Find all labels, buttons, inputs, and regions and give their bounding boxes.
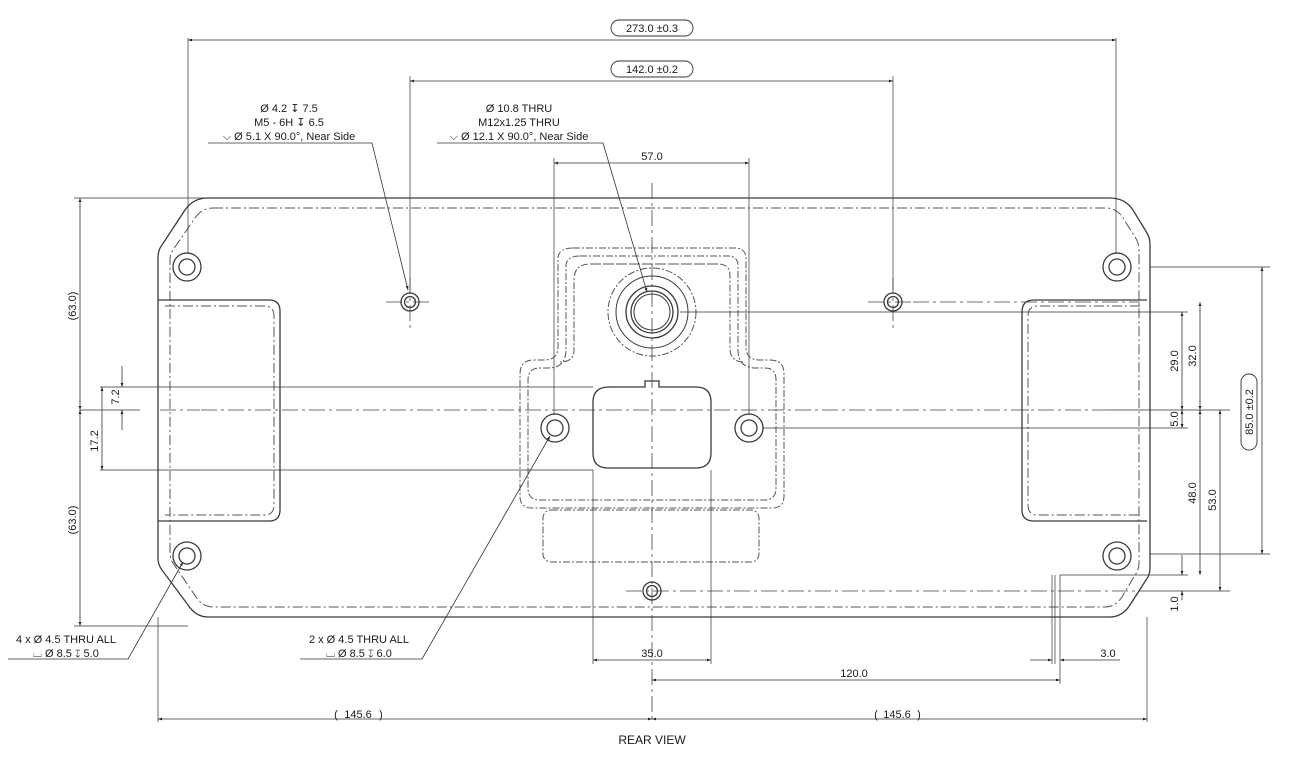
svg-text:Ø 4.2 ↧ 7.5: Ø 4.2 ↧ 7.5 (260, 103, 318, 115)
center-port-outline (519, 247, 785, 563)
svg-text:Ø 10.8 THRU: Ø 10.8 THRU (486, 103, 552, 115)
corner-hole-top-left (172, 252, 202, 282)
connector-cutout (592, 380, 712, 469)
dim-label-overall-width: 273.0 ±0.3 (610, 19, 694, 37)
svg-text:(: ( (334, 709, 338, 721)
dimension-lines (78, 38, 1264, 721)
dim-label-right-32: 32.0 (1187, 345, 1199, 366)
dim-label-right-53: 53.0 (1207, 489, 1219, 510)
mount-hole-left (540, 413, 570, 443)
plate-outline (157, 197, 1151, 618)
bottom-hole (642, 581, 662, 601)
threaded-hole-left (400, 292, 420, 312)
dim-label-half-right: 145.6 ( ) (874, 709, 921, 721)
left-pocket (158, 299, 281, 522)
dim-label-bottom-120: 120.0 (840, 668, 868, 680)
leader-lines (8, 142, 648, 660)
center-port-hole (607, 267, 697, 357)
dim-label-overall-height: 85.0 ±0.2 (1240, 373, 1258, 451)
svg-text:2 x Ø 4.5 THRU ALL: 2 x Ø 4.5 THRU ALL (309, 634, 409, 646)
svg-text:85.0 ±0.2: 85.0 ±0.2 (1244, 389, 1256, 435)
svg-text:⌴ Ø 8.5 ↧ 5.0: ⌴ Ø 8.5 ↧ 5.0 (33, 648, 99, 660)
dim-label-offset-small: 7.2 (110, 389, 122, 404)
svg-text:273.0 ±0.3: 273.0 ±0.3 (626, 23, 678, 35)
callout-corner-holes: 4 x Ø 4.5 THRU ALL ⌴ Ø 8.5 ↧ 5.0 (16, 634, 116, 660)
corner-hole-bottom-right (1102, 541, 1132, 571)
corner-hole-top-right (1102, 252, 1132, 282)
svg-text:145.6: 145.6 (344, 709, 372, 721)
view-title: REAR VIEW (618, 733, 686, 747)
svg-text:142.0 ±0.2: 142.0 ±0.2 (626, 64, 678, 76)
dim-label-hole-spacing: 142.0 ±0.2 (610, 60, 694, 78)
dim-label-left-lower-ref: (63.0) (67, 506, 79, 535)
svg-text:M5 - 6H ↧ 6.5: M5 - 6H ↧ 6.5 (254, 117, 324, 129)
svg-text:): ) (379, 709, 383, 721)
svg-text:4 x Ø 4.5 THRU ALL: 4 x Ø 4.5 THRU ALL (16, 634, 116, 646)
corner-hole-bottom-left (172, 541, 202, 571)
dim-label-right-1: 1.0 (1169, 596, 1181, 611)
svg-text:): ) (917, 709, 921, 721)
dim-label-right-29: 29.0 (1169, 350, 1181, 371)
dim-label-center-port-width: 57.0 (641, 151, 662, 163)
dim-label-slot-width: 35.0 (641, 648, 662, 660)
extension-lines (74, 38, 1270, 722)
dim-label-right-48: 48.0 (1187, 482, 1199, 503)
svg-text:⌵ Ø 12.1 X 90.0°, Near Side: ⌵ Ø 12.1 X 90.0°, Near Side (450, 131, 589, 143)
callout-center-mount-holes: 2 x Ø 4.5 THRU ALL ⌴ Ø 8.5 ↧ 6.0 (309, 634, 409, 660)
dim-label-half-left: 145.6 ( ) (334, 709, 383, 721)
right-pocket (1021, 299, 1147, 522)
svg-text:⌴ Ø 8.5 ↧ 6.0: ⌴ Ø 8.5 ↧ 6.0 (326, 648, 392, 660)
svg-text:⌵ Ø 5.1 X 90.0°, Near Side: ⌵ Ø 5.1 X 90.0°, Near Side (223, 131, 356, 143)
dim-label-left-upper-ref: (63.0) (67, 292, 79, 321)
mount-hole-right (734, 413, 764, 443)
dim-label-bottom-3: 3.0 (1100, 648, 1115, 660)
dim-label-right-5: 5.0 (1169, 411, 1181, 426)
callout-center-hole: Ø 10.8 THRU M12x1.25 THRU ⌵ Ø 12.1 X 90.… (450, 103, 589, 143)
dim-label-offset-left: 17.2 (89, 430, 101, 451)
threaded-hole-right (883, 292, 903, 312)
svg-text:145.6: 145.6 (883, 709, 911, 721)
callout-top-left-hole: Ø 4.2 ↧ 7.5 M5 - 6H ↧ 6.5 ⌵ Ø 5.1 X 90.0… (223, 103, 356, 143)
svg-text:M12x1.25 THRU: M12x1.25 THRU (478, 117, 560, 129)
svg-text:(: ( (874, 709, 878, 721)
